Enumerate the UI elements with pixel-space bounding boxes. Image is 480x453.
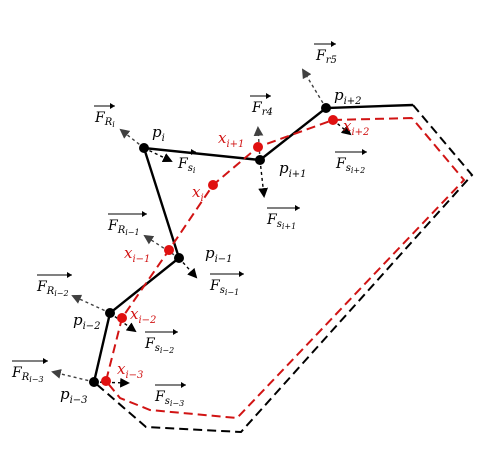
- svg-text:Fsi−1: Fsi−1: [209, 278, 239, 297]
- force-label-s-i-1: Fsi−1: [209, 271, 244, 297]
- point-x-i-3: [101, 376, 111, 386]
- force-arrow-s-i-3: [93, 377, 130, 388]
- black-contour-dashed: [93, 104, 474, 434]
- force-label-r5: Fr5: [314, 41, 337, 66]
- point-p-i+1: [255, 155, 265, 165]
- force-label-R-i-1: FRi−1: [107, 211, 147, 237]
- svg-text:Fsi+2: Fsi+2: [335, 156, 365, 175]
- label-p-i+2: pi+2: [334, 86, 362, 107]
- point-p-i: [139, 143, 149, 153]
- label-x-i+1: xi+1: [218, 129, 244, 150]
- svg-text:FRi: FRi: [94, 110, 115, 129]
- point-x-i: [208, 180, 218, 190]
- label-x-i: xi: [192, 183, 204, 204]
- force-arrow-R-i-3: [51, 369, 95, 383]
- svg-text:Fsi: Fsi: [177, 156, 196, 175]
- point-p-i-2: [105, 308, 115, 318]
- svg-text:Fsi−3: Fsi−3: [154, 389, 184, 408]
- label-p-i-1: pi−1: [205, 244, 233, 265]
- label-x-i-2: xi−2: [130, 305, 156, 326]
- label-p-i-2: pi−2: [73, 311, 101, 332]
- svg-text:FRi−3: FRi−3: [11, 365, 44, 384]
- red-contour-dashed: [104, 117, 466, 420]
- force-arrow-s-i+2: [332, 119, 352, 136]
- force-arrow-s-i: [143, 147, 173, 163]
- point-x-i+2: [328, 115, 338, 125]
- force-arrow-s-i-2: [109, 312, 137, 333]
- force-arrow-R-i-1: [143, 234, 180, 259]
- label-x-i-1: xi−1: [124, 244, 150, 265]
- force-label-R-i-3: FRi−3: [11, 358, 48, 384]
- svg-text:Fr5: Fr5: [315, 48, 337, 66]
- force-label-s-i: Fsi: [177, 149, 196, 175]
- force-label-s-i+2: Fsi+2: [335, 149, 367, 175]
- point-p-i+2: [321, 103, 331, 113]
- force-label-r4: Fr4: [250, 93, 273, 118]
- force-arrow-s-i-1: [178, 257, 198, 279]
- point-x-i-1: [164, 245, 174, 255]
- label-p-i-3: pi−3: [60, 385, 88, 406]
- svg-text:FRi−2: FRi−2: [36, 279, 69, 298]
- force-label-R-i-2: FRi−2: [36, 272, 72, 298]
- force-label-s-i+1: Fsi+1: [266, 205, 300, 231]
- svg-text:FRi−1: FRi−1: [107, 218, 140, 237]
- label-p-i+1: pi+1: [279, 159, 307, 180]
- svg-text:Fsi+1: Fsi+1: [266, 212, 296, 231]
- label-x-i-3: xi−3: [117, 360, 143, 381]
- label-p-i: pi: [152, 123, 165, 144]
- force-label-R-i: FRi: [94, 103, 115, 129]
- force-arrow-R-i-2: [71, 294, 111, 314]
- force-arrow-s-i+1: [258, 159, 269, 198]
- point-p-i-3: [89, 377, 99, 387]
- force-arrow-r5: [301, 68, 327, 109]
- force-label-s-i-2: Fsi−2: [144, 329, 178, 355]
- force-arrow-r4: [253, 126, 264, 161]
- force-label-s-i-3: Fsi−3: [154, 382, 186, 408]
- svg-text:Fr4: Fr4: [251, 100, 273, 118]
- point-x-i+1: [253, 142, 263, 152]
- svg-text:Fsi−2: Fsi−2: [144, 336, 174, 355]
- label-x-i+2: xi+2: [343, 117, 369, 138]
- point-p-i-1: [174, 253, 184, 263]
- point-x-i-2: [117, 313, 127, 323]
- force-arrow-R-i: [119, 128, 145, 149]
